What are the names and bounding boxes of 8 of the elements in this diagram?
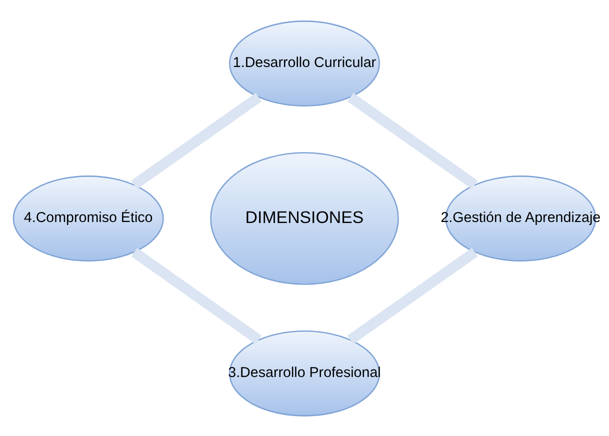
connector — [347, 247, 478, 344]
node-ellipse: 3.Desarrollo Profesional — [228, 330, 380, 416]
node-ellipse: 1.Desarrollo Curricular — [228, 20, 380, 106]
connector — [347, 92, 478, 189]
connector — [131, 247, 262, 344]
node-ellipse: DIMENSIONES — [210, 152, 399, 284]
node-ellipse: 4.Compromiso Ético — [12, 175, 164, 261]
connector — [131, 92, 262, 189]
